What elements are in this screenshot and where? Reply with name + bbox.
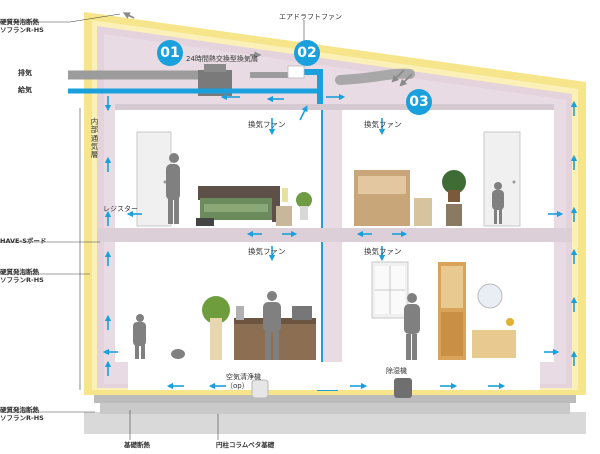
wall-insulation-label: 硬質発泡断熱 ソフランR-HS	[0, 268, 44, 285]
appliances	[251, 378, 412, 399]
exhaust-label: 排気	[18, 69, 32, 77]
vent-fan-2f-left-label: 換気ファン	[248, 120, 286, 129]
plants	[202, 170, 514, 360]
inner-vent-layer-label: 内部通気層	[90, 117, 99, 159]
leader-lines	[0, 13, 305, 440]
vent-fan-2f-right-label: 換気ファン	[364, 120, 402, 129]
doors	[136, 131, 521, 227]
badge-01: 01	[157, 40, 183, 66]
vent-fan-1f-right-label: 換気ファン	[364, 247, 402, 256]
window-and-shelf	[371, 261, 516, 360]
have-board-label: HAVE-Sボード	[0, 237, 47, 245]
intake-label: 給気	[18, 86, 32, 94]
exhaust-arrows	[122, 12, 413, 87]
air-draft-fan-label: エアドラフトファン	[279, 13, 342, 21]
underfloor-space	[128, 362, 540, 390]
dehumidifier-label: 除湿機	[386, 367, 407, 375]
floor-slab	[97, 228, 572, 242]
desk	[354, 170, 462, 226]
bed	[198, 186, 292, 226]
foundation-insulation-label: 基礎断熱	[124, 441, 150, 449]
roof-insulation-label: 硬質発泡断熱 ソフランR-HS	[0, 18, 44, 35]
foundation-type-label: 円柱コラムベタ基礎	[216, 441, 275, 449]
erv-unit-label: 24時間熱交換型換気扇	[186, 55, 258, 63]
people	[133, 153, 504, 360]
air-purifier-label: 空気清浄機	[226, 373, 261, 381]
floor-insulation-label: 硬質発泡断熱 ソフランR-HS	[0, 406, 44, 423]
vacuum-cleaner	[196, 218, 214, 226]
air-purifier-note: （op）	[226, 382, 249, 390]
foundation	[84, 393, 586, 434]
vent-fan-1f-left-label: 換気ファン	[248, 247, 286, 256]
badge-03: 03	[406, 89, 432, 115]
badge-02: 02	[294, 40, 320, 66]
register-label: レジスター	[103, 205, 138, 213]
airflow-arrows	[102, 93, 578, 390]
